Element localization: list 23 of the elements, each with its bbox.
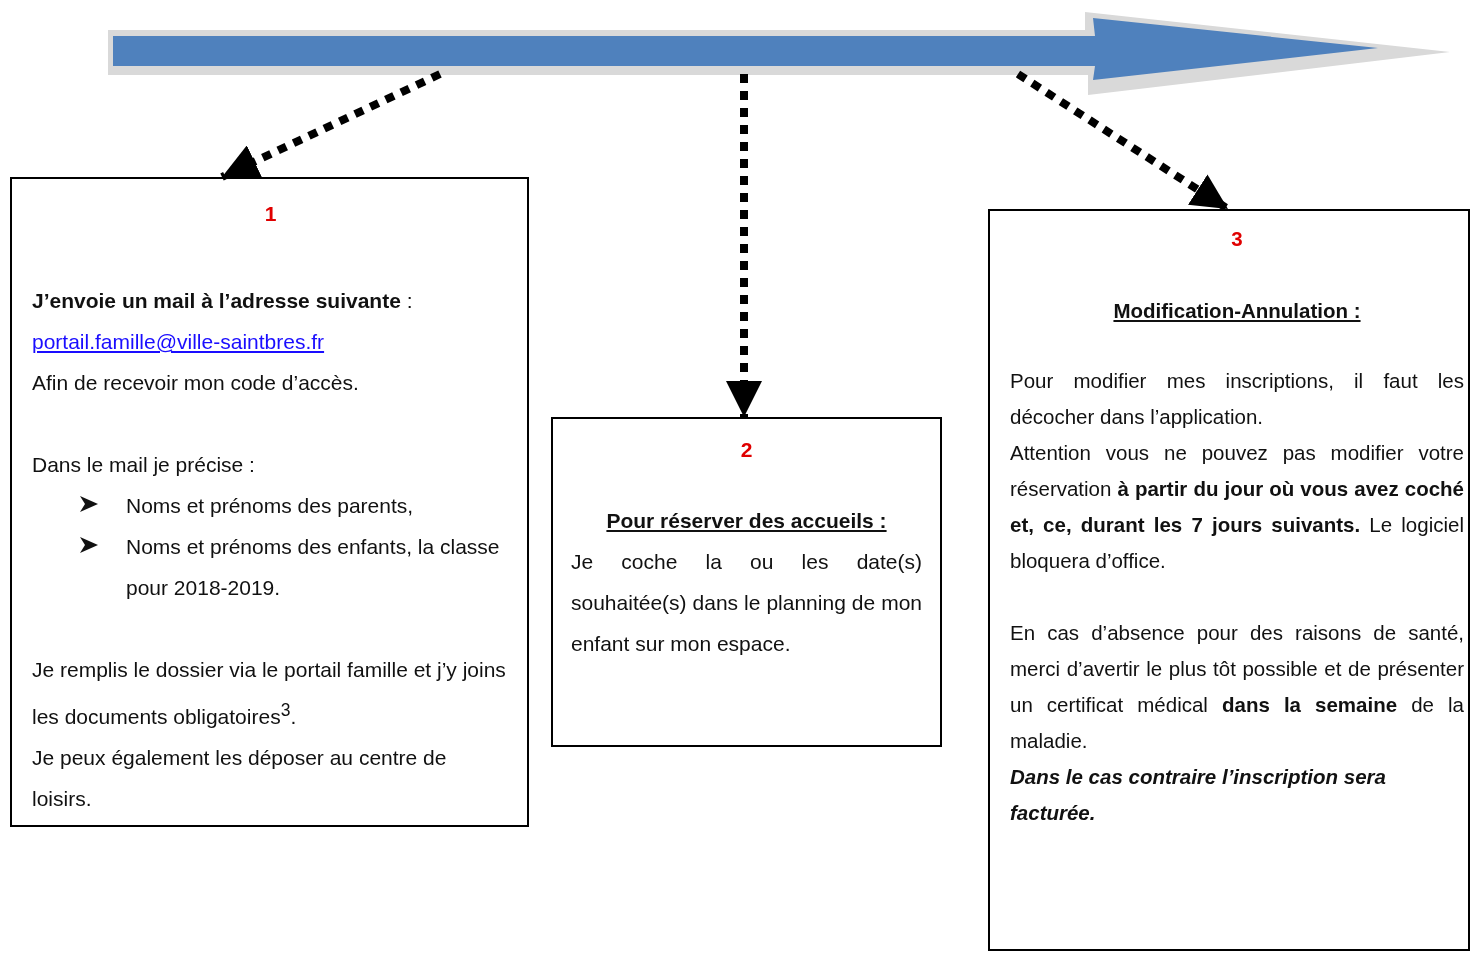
list-item: Noms et prénoms des parents, bbox=[126, 493, 414, 519]
step-number: 1 bbox=[263, 201, 278, 227]
paragraph: Je remplis le dossier via le portail famille et j’y joins les documents obligatoires$^{3}$. bbox=[32, 657, 507, 730]
step-box bbox=[551, 417, 942, 747]
step-number: 2 bbox=[739, 437, 754, 463]
dashed-arrow bbox=[726, 74, 762, 417]
step-box bbox=[988, 209, 1470, 951]
paragraph: Pour modifier mes inscriptions, il faut les décocher dans l’application. bbox=[1010, 368, 1464, 430]
paragraph: Je peux également les déposer au centre de loisirs. bbox=[32, 745, 448, 812]
paragraph: Je coche la ou les date(s) souhaitée(s) dans le planning de mon enfant sur mon espace. bbox=[571, 549, 922, 657]
email-link: portail.famille@ville-saintbres.fr bbox=[32, 329, 325, 355]
paragraph: Dans le cas contraire l’inscription sera facturée. bbox=[1010, 764, 1387, 826]
heading: Pour réserver des accueils : bbox=[605, 508, 888, 534]
list-item: Noms et prénoms des enfants, la classe pour 2018-2019. bbox=[126, 534, 501, 601]
step-box bbox=[10, 177, 529, 827]
heading: Modification-Annulation : bbox=[1112, 298, 1362, 324]
dashed-arrow bbox=[220, 70, 442, 181]
paragraph: Attention vous ne pouvez pas modifier votre réservation à partir du jour où vous avez coché et, ce, durant les 7 jours suivants. Le logiciel bloquera d’office. bbox=[1010, 440, 1464, 574]
heading: J’envoie un mail à l’adresse suivante : bbox=[32, 288, 414, 314]
paragraph: Dans le mail je précise : bbox=[32, 452, 256, 478]
paragraph: En cas d’absence pour des raisons de santé, merci d’avertir le plus tôt possible et de présenter un certificat médical dans la semaine de la maladie. bbox=[1010, 620, 1464, 754]
paragraph: Afin de recevoir mon code d’accès. bbox=[32, 370, 360, 396]
step-number: 3 bbox=[1230, 226, 1244, 252]
